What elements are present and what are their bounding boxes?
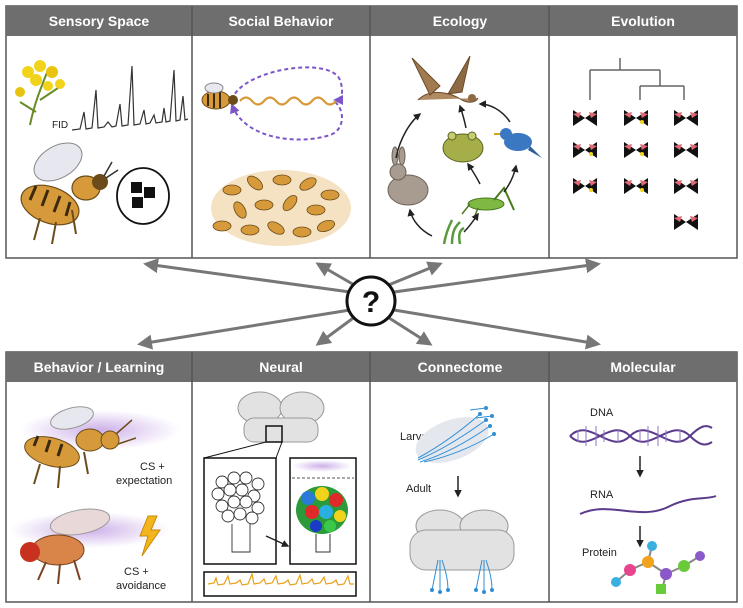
larval-neurons	[415, 406, 496, 463]
food-web-arrow	[503, 164, 519, 193]
rabbit-icon	[387, 146, 429, 206]
protein-molecule	[611, 541, 705, 594]
bee-cluster-icon	[211, 170, 351, 246]
panel-title-behavior-learning: Behavior / Learning	[34, 359, 165, 375]
bluebird-icon	[494, 128, 542, 158]
butterfly-icon	[674, 178, 698, 194]
fly-icon	[20, 508, 111, 585]
dancing-bee-icon	[201, 82, 238, 110]
bee-icon	[24, 406, 137, 489]
brain-outline	[237, 391, 325, 443]
sensory-space-panel: FID	[15, 60, 189, 245]
butterfly-icon	[624, 178, 648, 194]
question-circle	[345, 275, 397, 327]
rna-strand	[579, 495, 717, 515]
food-web-arrow	[467, 162, 481, 185]
butterfly-grid	[573, 110, 698, 230]
molecular-panel: DNA RNA Protein	[569, 407, 717, 594]
panel-title-molecular: Molecular	[610, 359, 676, 375]
frog-icon	[442, 131, 484, 163]
arrow-to-neural	[315, 314, 357, 346]
arrow-to-ecology	[385, 261, 443, 288]
adult-neurons	[431, 559, 493, 592]
waggle-loop-bottom	[230, 101, 343, 141]
protein-label: Protein	[582, 547, 617, 559]
zoom-box	[265, 425, 283, 443]
panel-title-evolution: Evolution	[611, 13, 675, 29]
arrow-to-sensory-space	[143, 258, 351, 294]
bee-icon	[20, 142, 119, 245]
butterfly-icon	[573, 142, 597, 158]
dna-label: DNA	[590, 407, 614, 419]
behavior-learning-panel: CS + expectation CS + avoidance	[10, 406, 180, 592]
hawk-icon	[411, 55, 479, 103]
calcium-heatmap	[296, 486, 348, 553]
odor-space-icon	[116, 167, 170, 225]
connectome-panel: Larvae Adult	[400, 406, 515, 594]
arrow-to-connectome	[385, 314, 433, 346]
fid-label: FID	[52, 120, 68, 131]
cs-expectation-line2: expectation	[116, 475, 172, 487]
arrow-to-evolution	[393, 258, 601, 294]
bottom-row: Behavior / Learning Neural Connectome Mo…	[5, 351, 738, 603]
ecology-panel	[387, 55, 542, 245]
cs-avoidance-line2: avoidance	[116, 580, 166, 592]
food-web-arrow	[478, 100, 511, 123]
panel-title-ecology: Ecology	[433, 13, 488, 29]
top-row: Sensory Space Social Behavior Ecology Ev…	[5, 5, 738, 259]
social-behavior-panel	[201, 66, 351, 246]
rna-label: RNA	[590, 489, 614, 501]
neural-panel	[203, 391, 357, 597]
phylogeny-tree	[589, 58, 685, 100]
glomeruli-outline	[211, 471, 265, 553]
dna-rungs	[577, 426, 681, 446]
butterfly-icon	[573, 110, 597, 126]
chromatogram-trace	[71, 65, 189, 131]
panel-title-connectome: Connectome	[418, 359, 503, 375]
cs-expectation-line1: CS +	[140, 461, 165, 473]
lightning-icon	[139, 515, 161, 557]
ephys-trace-frame	[203, 571, 357, 597]
butterfly-icon	[573, 178, 597, 194]
panel-title-social-behavior: Social Behavior	[228, 13, 334, 29]
butterfly-icon	[674, 110, 698, 126]
adult-label: Adult	[406, 483, 431, 495]
question-mark: ?	[362, 286, 380, 319]
evolution-panel	[573, 58, 698, 230]
cs-avoidance-line1: CS +	[124, 566, 149, 578]
butterfly-icon	[624, 110, 648, 126]
waggle-run	[239, 96, 337, 106]
panel-title-neural: Neural	[259, 359, 303, 375]
food-web-arrow	[395, 113, 422, 159]
arrow-to-molecular	[393, 308, 601, 350]
panel-title-sensory-space: Sensory Space	[49, 13, 150, 29]
dna-helix	[569, 425, 713, 446]
adult-brain	[409, 509, 515, 571]
food-web-arrow	[407, 208, 433, 237]
butterfly-icon	[674, 214, 698, 230]
zoom-arrow	[265, 535, 290, 547]
waggle-loop-top	[231, 66, 344, 105]
grass-icon	[442, 219, 465, 245]
food-web-arrow	[463, 212, 479, 233]
butterfly-icon	[674, 142, 698, 158]
ephys-trace	[207, 571, 354, 586]
connecting-arrows	[137, 258, 601, 350]
arrow-to-behavior-learning	[137, 308, 351, 350]
butterfly-icon	[624, 142, 648, 158]
flower-icon	[15, 60, 65, 126]
arrow-to-social-behavior	[315, 262, 357, 288]
food-web-arrow	[458, 104, 467, 129]
